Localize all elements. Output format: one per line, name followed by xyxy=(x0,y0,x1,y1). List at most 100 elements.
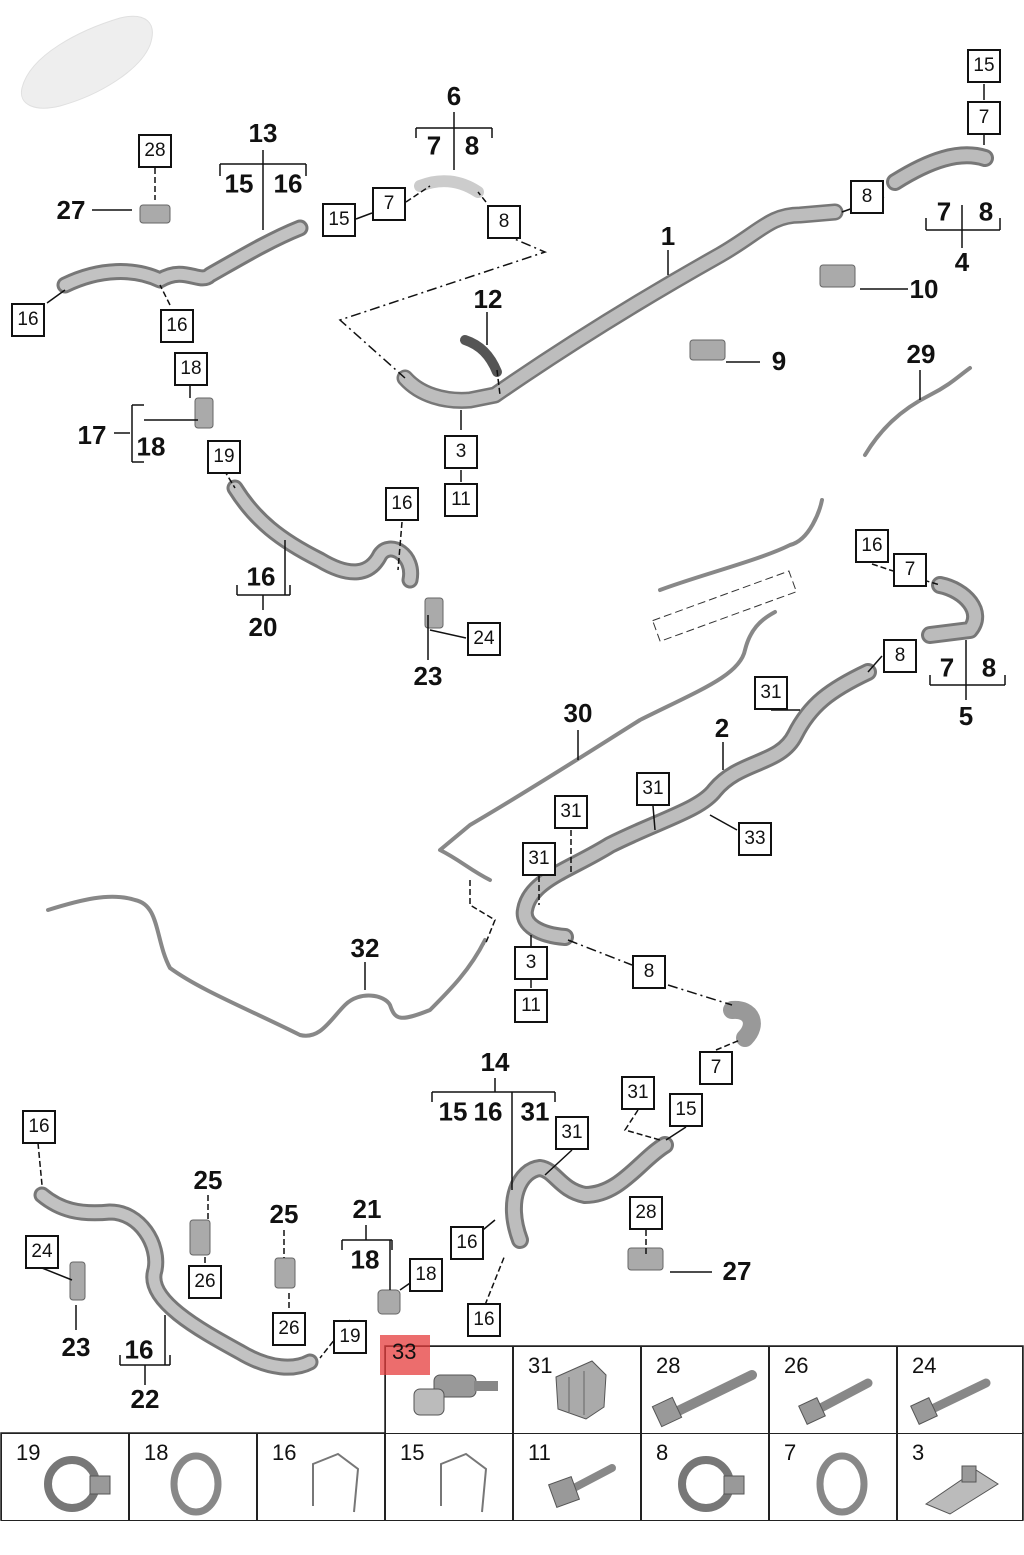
ref-box: 11 xyxy=(444,483,478,517)
hose-6 xyxy=(414,175,484,198)
callout-13: 13 xyxy=(248,118,278,148)
screw-icon xyxy=(547,1464,616,1509)
legend-number: 33 xyxy=(380,1335,431,1375)
ref-box: 31 xyxy=(554,795,588,829)
callout-2: 2 xyxy=(714,713,730,743)
hose-2 xyxy=(515,663,877,946)
ref-box: 8 xyxy=(850,180,884,214)
connector-18 xyxy=(194,397,214,429)
group14-sub-15: 15 xyxy=(438,1096,468,1127)
clip-25-a xyxy=(189,1219,211,1256)
clip-25-b xyxy=(274,1257,296,1289)
bracket-23-top xyxy=(424,597,444,629)
group5-sub-7: 7 xyxy=(939,652,955,683)
ref-box: 15 xyxy=(669,1093,703,1127)
callout-29: 29 xyxy=(906,339,936,369)
ref-box: 31 xyxy=(754,676,788,710)
ref-box: 16 xyxy=(450,1226,484,1260)
callout-10: 10 xyxy=(909,274,939,304)
legend-cell-7[interactable]: 7 xyxy=(769,1433,897,1521)
callout-32: 32 xyxy=(350,933,380,963)
legend-number: 11 xyxy=(528,1440,551,1465)
callout-5: 5 xyxy=(958,701,974,731)
ref-box: 19 xyxy=(333,1320,367,1354)
ref-box: 28 xyxy=(629,1196,663,1230)
callout-22: 22 xyxy=(130,1384,160,1414)
hose-clamp-icon xyxy=(44,1456,111,1512)
group5-sub-8: 8 xyxy=(981,652,997,683)
elbow-hose xyxy=(723,1000,761,1047)
legend-number: 16 xyxy=(272,1440,297,1465)
ref-box: 31 xyxy=(621,1076,655,1110)
leader-lines xyxy=(37,84,1006,1385)
callout-25-a: 25 xyxy=(193,1165,223,1195)
ref-box: 8 xyxy=(487,205,521,239)
callout-9: 9 xyxy=(771,346,787,376)
callout-4: 4 xyxy=(954,247,970,277)
ref-box: 24 xyxy=(25,1235,59,1269)
ref-box: 8 xyxy=(883,639,917,673)
ref-box: 7 xyxy=(372,187,406,221)
hose-1 xyxy=(396,203,844,409)
long-bolt-icon xyxy=(651,1370,757,1428)
spring-clip-icon xyxy=(312,1452,360,1513)
legend-cell-8[interactable]: 8 xyxy=(641,1433,769,1521)
legend-cell-33[interactable]: 33 xyxy=(380,1335,513,1434)
hose-clamp-icon xyxy=(678,1456,745,1512)
ref-box: 15 xyxy=(967,49,1001,83)
ref-box: 19 xyxy=(207,440,241,474)
small-parts xyxy=(69,204,856,1315)
group14-sub-31: 31 xyxy=(520,1096,550,1127)
hoses xyxy=(33,146,994,1376)
pipe-32 xyxy=(46,894,487,1038)
ref-box: 3 xyxy=(514,946,548,980)
legend-number: 3 xyxy=(912,1440,925,1465)
legend-cell-18[interactable]: 18 xyxy=(129,1433,257,1521)
legend-cell-16[interactable]: 16 xyxy=(257,1433,385,1521)
bracket-9 xyxy=(689,339,726,361)
hose-22 xyxy=(33,1186,319,1376)
ref-box: 18 xyxy=(174,352,208,386)
group4-sub-7: 7 xyxy=(936,196,952,227)
legend-cell-28[interactable]: 28 xyxy=(641,1346,769,1434)
callout-17: 17 xyxy=(77,420,107,450)
ref-box: 31 xyxy=(636,772,670,806)
legend-number: 31 xyxy=(528,1353,553,1378)
hose-4 xyxy=(886,146,994,191)
o-ring-icon xyxy=(170,1452,222,1516)
car-silhouette-icon xyxy=(20,15,153,109)
hose-clip-icon xyxy=(555,1360,607,1420)
ref-box: 16 xyxy=(385,487,419,521)
detail-frame xyxy=(651,570,798,642)
hose-5 xyxy=(921,576,985,644)
ref-box: 28 xyxy=(138,134,172,168)
bracket-10 xyxy=(819,264,856,288)
legend-cell-26[interactable]: 26 xyxy=(769,1346,897,1434)
legend-number: 18 xyxy=(144,1440,169,1465)
hose-12 xyxy=(460,335,502,377)
ref-box: 15 xyxy=(322,203,356,237)
ref-box: 16 xyxy=(160,309,194,343)
ref-box: 16 xyxy=(11,303,45,337)
group6-sub-7: 7 xyxy=(426,130,442,161)
ref-box: 11 xyxy=(514,989,548,1023)
ref-box: 7 xyxy=(967,101,1001,135)
legend-cell-15[interactable]: 15 xyxy=(385,1433,513,1521)
ref-box: 3 xyxy=(444,435,478,469)
spring-clip-icon xyxy=(440,1452,488,1513)
group21-sub-18: 18 xyxy=(350,1244,380,1275)
legend-cell-3[interactable]: 3 xyxy=(897,1433,1023,1521)
ref-box: 24 xyxy=(467,622,501,656)
legend-cell-11[interactable]: 11 xyxy=(513,1433,641,1521)
legend-cell-31[interactable]: 31 xyxy=(513,1346,641,1434)
connector-21 xyxy=(377,1289,401,1315)
legend-number: 19 xyxy=(16,1440,41,1465)
group14-sub-16: 16 xyxy=(473,1096,503,1127)
legend-cell-19[interactable]: 19 xyxy=(1,1433,129,1521)
legend-number: 8 xyxy=(656,1440,669,1465)
ref-box: 31 xyxy=(522,842,556,876)
ref-box: 31 xyxy=(555,1116,589,1150)
group17-sub-18: 18 xyxy=(136,431,166,462)
legend-cell-24[interactable]: 24 xyxy=(897,1346,1023,1434)
group6-sub-8: 8 xyxy=(464,130,480,161)
